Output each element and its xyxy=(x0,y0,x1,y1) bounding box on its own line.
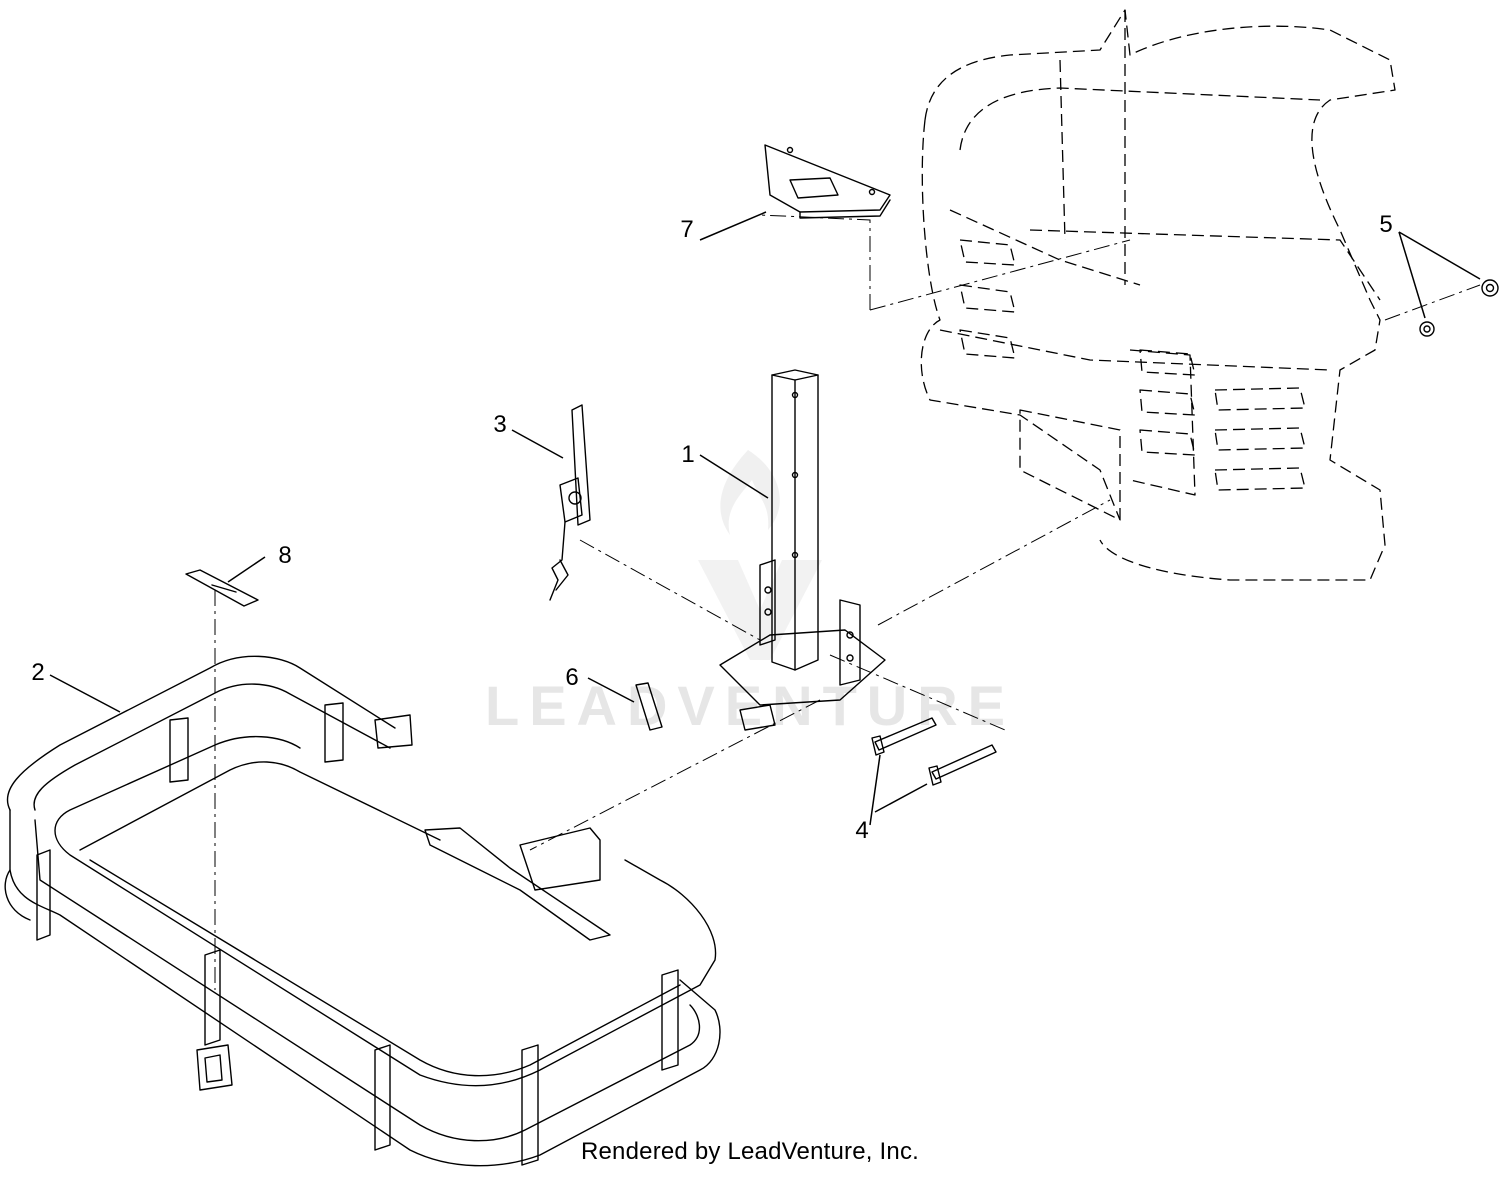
part-2-cargo-basket xyxy=(4,655,721,1167)
assembly-centerlines xyxy=(214,214,1481,990)
callout-1: 1 xyxy=(681,441,694,468)
part-1-hitch-post xyxy=(719,369,886,731)
part-8-reflector-strip xyxy=(185,569,259,607)
part-5-nuts xyxy=(1419,279,1499,337)
callout-8: 8 xyxy=(278,542,291,569)
callout-5: 5 xyxy=(1379,211,1392,238)
callout-3: 3 xyxy=(493,411,506,438)
callout-4: 4 xyxy=(855,817,868,844)
callout-labels: 1 2 3 4 5 6 7 8 xyxy=(31,211,1392,844)
watermark-text: LEADVENTURE xyxy=(485,674,1015,737)
vehicle-bumper-phantom xyxy=(920,9,1396,581)
part-6-decal xyxy=(635,682,663,731)
part-7-mounting-plate xyxy=(764,144,891,219)
callout-2: 2 xyxy=(31,659,44,686)
rendered-by-footer: Rendered by LeadVenture, Inc. xyxy=(580,1138,920,1165)
callout-7: 7 xyxy=(680,216,693,243)
callout-6: 6 xyxy=(565,664,578,691)
leader-lines xyxy=(49,211,1481,826)
part-3-latch-pin xyxy=(549,404,591,601)
part-4-bolts xyxy=(871,717,997,786)
